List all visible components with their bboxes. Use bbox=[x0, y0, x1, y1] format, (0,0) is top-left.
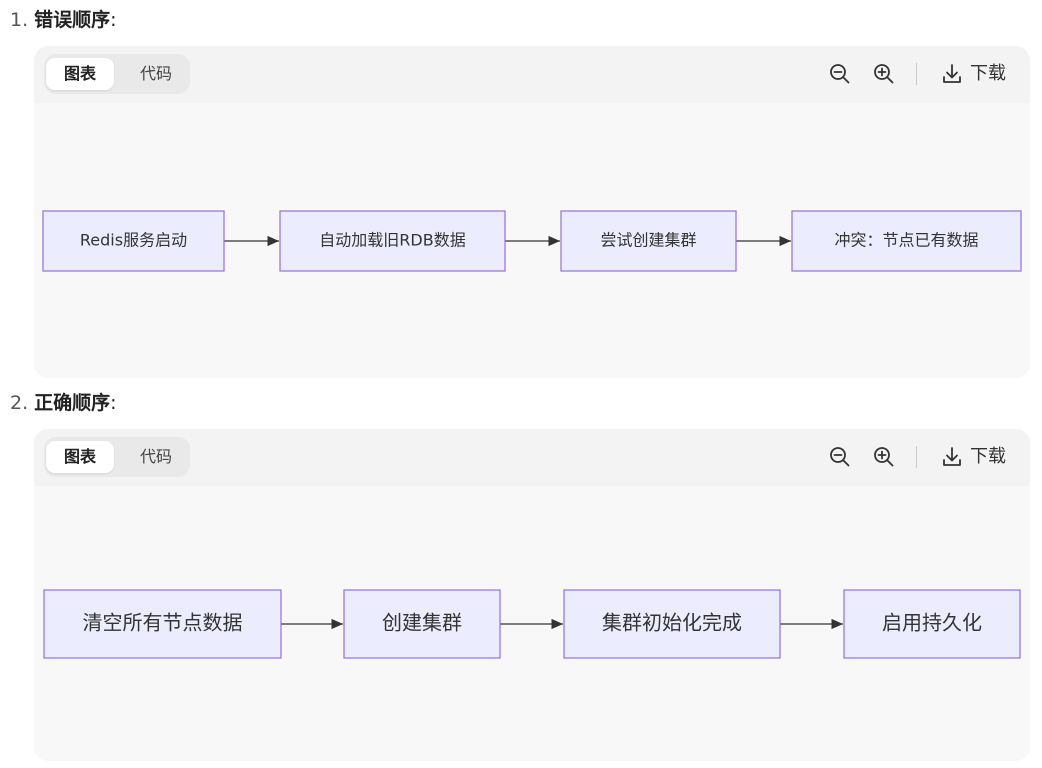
download-icon bbox=[943, 447, 961, 466]
download-label-2: 下载 bbox=[970, 446, 1006, 467]
tab-chart-1[interactable]: 图表 bbox=[46, 58, 114, 90]
flow-node-2-3 bbox=[563, 589, 781, 659]
section-1-heading: 1.错误顺序: bbox=[10, 7, 117, 33]
flow-node-2-4-label: 启用持久化 bbox=[882, 611, 982, 635]
zoom-out-icon[interactable] bbox=[828, 62, 852, 86]
download-icon bbox=[943, 64, 961, 83]
flow-node-2-3-label: 集群初始化完成 bbox=[602, 611, 742, 635]
flow-node-1-4-label: 冲突：节点已有数据 bbox=[834, 231, 978, 250]
toolbar-divider bbox=[916, 446, 917, 468]
flow-node-1-1-label: Redis服务启动 bbox=[80, 231, 187, 250]
tab-code-1[interactable]: 代码 bbox=[139, 64, 172, 83]
flowchart-2: 清空所有节点数据 创建集群 集群初始化完成 启用持久化 bbox=[43, 589, 1021, 659]
zoom-in-icon[interactable] bbox=[872, 445, 896, 469]
diagram-panel-2: 图表 代码 下载 清空所有节点数据 创建集群 集群初始化完成 启 bbox=[34, 429, 1030, 761]
download-label-1: 下载 bbox=[970, 63, 1006, 84]
flow-node-1-2 bbox=[279, 210, 506, 272]
diagram-toolbar-2: 图表 代码 下载 bbox=[34, 429, 1030, 486]
tab-code-2[interactable]: 代码 bbox=[139, 447, 172, 466]
flowchart-1: Redis服务启动 自动加载旧RDB数据 尝试创建集群 冲突：节点已有数据 bbox=[42, 210, 1022, 272]
section-2-number: 2. bbox=[10, 392, 29, 414]
flow-node-1-4 bbox=[791, 210, 1022, 272]
flow-node-2-1-label: 清空所有节点数据 bbox=[83, 611, 243, 635]
view-toggle-1: 图表 代码 bbox=[44, 54, 190, 94]
diagram-panel-1: 图表 代码 下载 Redis服务启动 自动加载旧RDB数据 尝试创建集群 bbox=[34, 46, 1030, 378]
view-toggle-2: 图表 代码 bbox=[44, 437, 190, 477]
section-2-heading: 2.正确顺序: bbox=[10, 390, 117, 416]
flow-node-2-1 bbox=[43, 589, 282, 659]
toolbar-divider bbox=[916, 63, 917, 85]
flow-node-2-2-label: 创建集群 bbox=[382, 611, 462, 635]
section-2-colon: : bbox=[110, 392, 117, 414]
flow-node-1-1 bbox=[42, 210, 225, 272]
section-2-title: 正确顺序 bbox=[34, 392, 111, 414]
tab-chart-2[interactable]: 图表 bbox=[46, 441, 114, 473]
flow-node-2-2 bbox=[343, 589, 501, 659]
zoom-in-icon[interactable] bbox=[872, 62, 896, 86]
section-1-number: 1. bbox=[10, 9, 29, 31]
zoom-out-icon[interactable] bbox=[828, 445, 852, 469]
section-1-colon: : bbox=[110, 9, 117, 31]
diagram-toolbar-1: 图表 代码 下载 bbox=[34, 46, 1030, 103]
flow-node-2-4 bbox=[843, 589, 1021, 659]
flow-node-1-3-label: 尝试创建集群 bbox=[600, 231, 696, 250]
flow-node-1-3 bbox=[560, 210, 737, 272]
section-1-title: 错误顺序 bbox=[34, 9, 111, 31]
flow-node-1-2-label: 自动加载旧RDB数据 bbox=[319, 231, 465, 250]
